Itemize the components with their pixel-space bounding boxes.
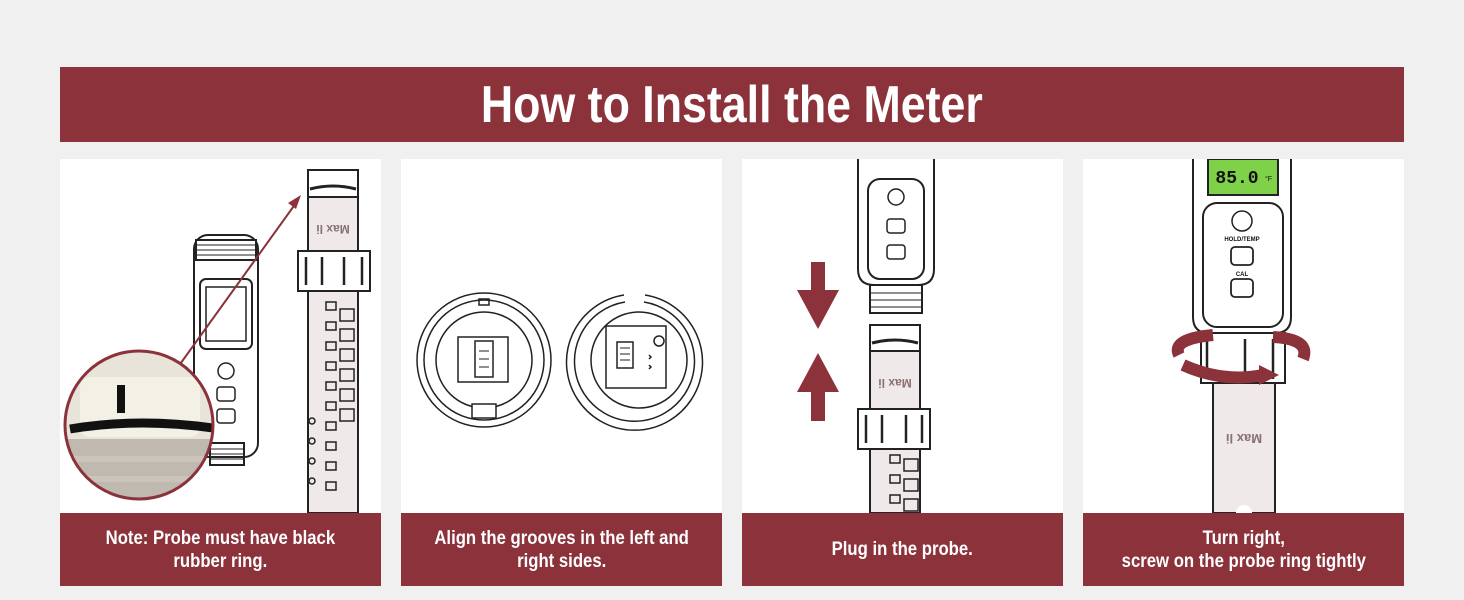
probe: Max li xyxy=(297,169,371,513)
display-unit: °F xyxy=(1265,175,1272,183)
caption-line: right sides. xyxy=(516,550,607,572)
hold-temp-label: HOLD/TEMP xyxy=(1224,237,1259,243)
caption-line: screw on the probe ring tightly xyxy=(1121,550,1366,572)
probe-text: Max li xyxy=(316,222,349,236)
title-banner: How to Install the Meter xyxy=(60,67,1404,142)
probe-text: Max li xyxy=(878,376,911,390)
step-panel-4: 85.0 °F HOLD/TEMP CAL Max li Turn right,… xyxy=(1083,159,1404,586)
caption-line: Turn right, xyxy=(1202,527,1285,549)
page-title: How to Install the Meter xyxy=(481,75,983,134)
step-caption-1: Note: Probe must have black rubber ring. xyxy=(60,513,381,586)
meter-body: 85.0 °F HOLD/TEMP CAL xyxy=(1192,159,1292,384)
plug-in-probe-illustration: Max li xyxy=(797,159,935,513)
meter-lower-body xyxy=(857,159,935,314)
step-panel-1: Max li xyxy=(60,159,381,586)
step-caption-2: Align the grooves in the left and right … xyxy=(401,513,722,586)
cal-label: CAL xyxy=(1236,272,1249,278)
rotate-right-icon xyxy=(1171,329,1311,385)
caption-line: Note: Probe must have black xyxy=(105,527,336,549)
groove-alignment-illustration xyxy=(416,292,704,431)
probe: Max li xyxy=(857,324,931,513)
arrow-up-icon xyxy=(797,353,839,421)
display-reading: 85.0 xyxy=(1215,169,1258,189)
meter-bottom-view xyxy=(565,294,704,431)
step-panel-2: Align the grooves in the left and right … xyxy=(401,159,722,586)
step-caption-3: Plug in the probe. xyxy=(742,513,1063,586)
caption-line: Plug in the probe. xyxy=(831,539,974,560)
probe-text: Max li xyxy=(1226,431,1262,446)
probe: Max li xyxy=(1212,382,1276,513)
probe-top-view xyxy=(416,292,552,428)
meter-with-probe-illustration: Max li xyxy=(63,169,371,513)
arrow-down-icon xyxy=(797,262,839,329)
arrow-up-right-icon xyxy=(177,195,301,368)
rubber-ring-closeup xyxy=(63,349,215,501)
screw-probe-ring-illustration: 85.0 °F HOLD/TEMP CAL Max li xyxy=(1171,159,1311,513)
step-panel-3: Max li Plug in the probe. xyxy=(742,159,1063,586)
caption-line: Align the grooves in the left and xyxy=(434,527,689,549)
caption-line: rubber ring. xyxy=(173,550,268,572)
step-caption-4: Turn right, screw on the probe ring tigh… xyxy=(1083,513,1404,586)
